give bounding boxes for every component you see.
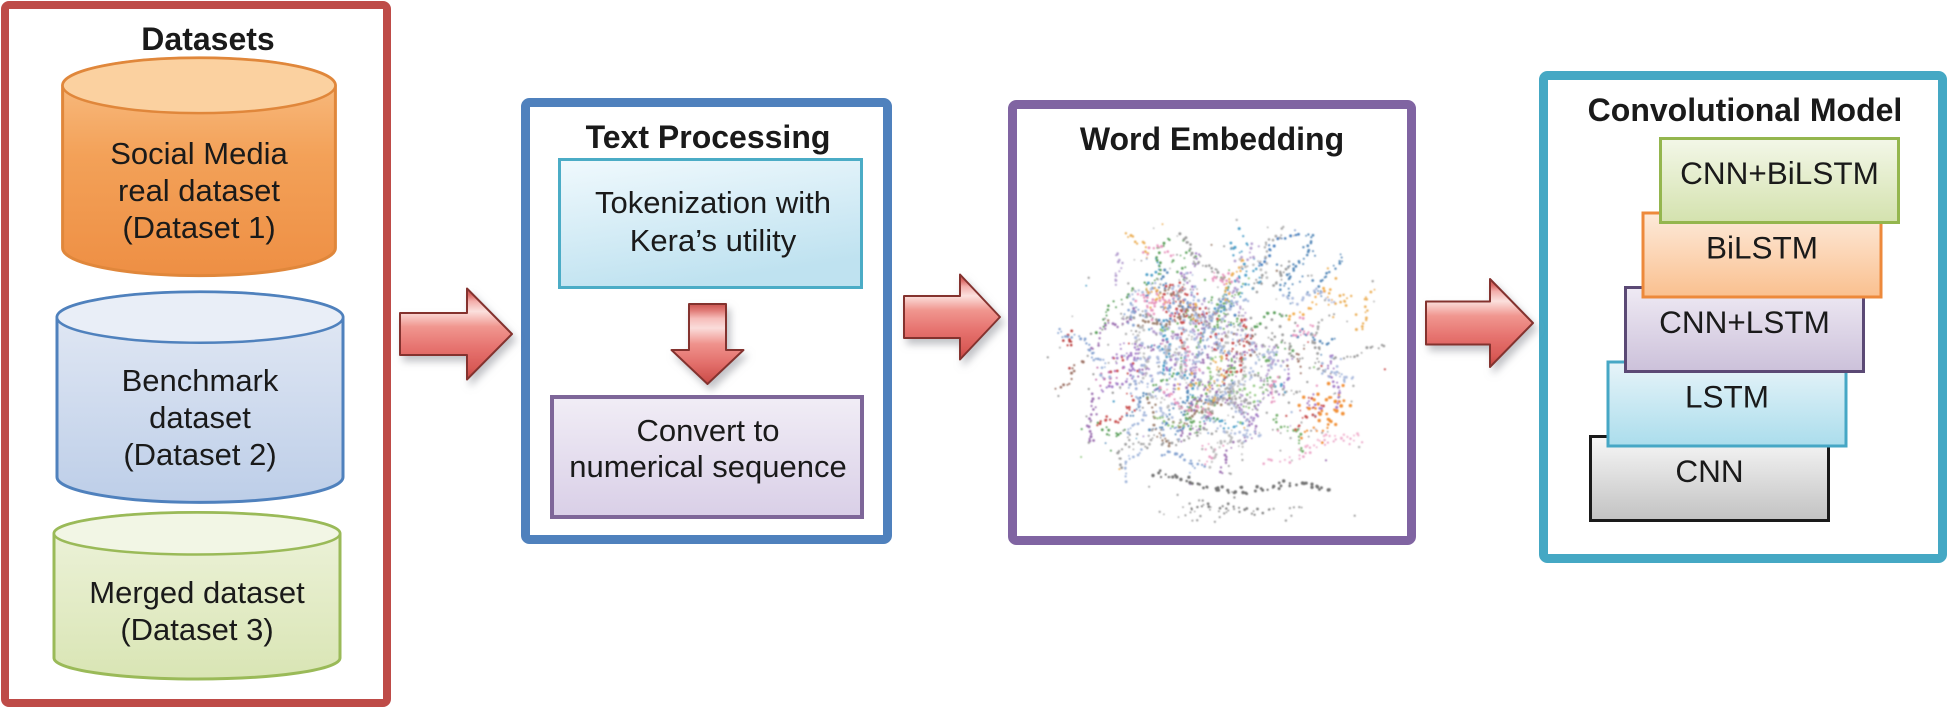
svg-text:CNN+BiLSTM: CNN+BiLSTM xyxy=(1680,155,1879,191)
svg-text:Kera’s utility: Kera’s utility xyxy=(630,223,797,258)
svg-text:CNN: CNN xyxy=(1675,453,1743,489)
svg-text:Tokenization with: Tokenization with xyxy=(595,185,831,220)
svg-text:LSTM: LSTM xyxy=(1685,379,1769,415)
svg-text:real dataset: real dataset xyxy=(118,173,280,208)
svg-text:Benchmark: Benchmark xyxy=(122,363,279,398)
svg-text:Convert to: Convert to xyxy=(636,413,779,448)
svg-text:BiLSTM: BiLSTM xyxy=(1706,230,1818,266)
svg-text:dataset: dataset xyxy=(149,400,251,435)
svg-text:(Dataset 3): (Dataset 3) xyxy=(120,612,273,647)
svg-text:Datasets: Datasets xyxy=(141,21,274,57)
svg-text:numerical sequence: numerical sequence xyxy=(569,449,846,484)
svg-text:Text Processing: Text Processing xyxy=(586,119,831,155)
svg-text:Merged dataset: Merged dataset xyxy=(89,575,305,610)
svg-text:Social Media: Social Media xyxy=(110,136,288,171)
svg-text:(Dataset 2): (Dataset 2) xyxy=(123,437,276,472)
svg-text:Convolutional Model: Convolutional Model xyxy=(1588,92,1903,128)
svg-text:Word Embedding: Word Embedding xyxy=(1080,121,1344,157)
svg-text:(Dataset 1): (Dataset 1) xyxy=(122,210,275,245)
svg-text:CNN+LSTM: CNN+LSTM xyxy=(1659,304,1830,340)
